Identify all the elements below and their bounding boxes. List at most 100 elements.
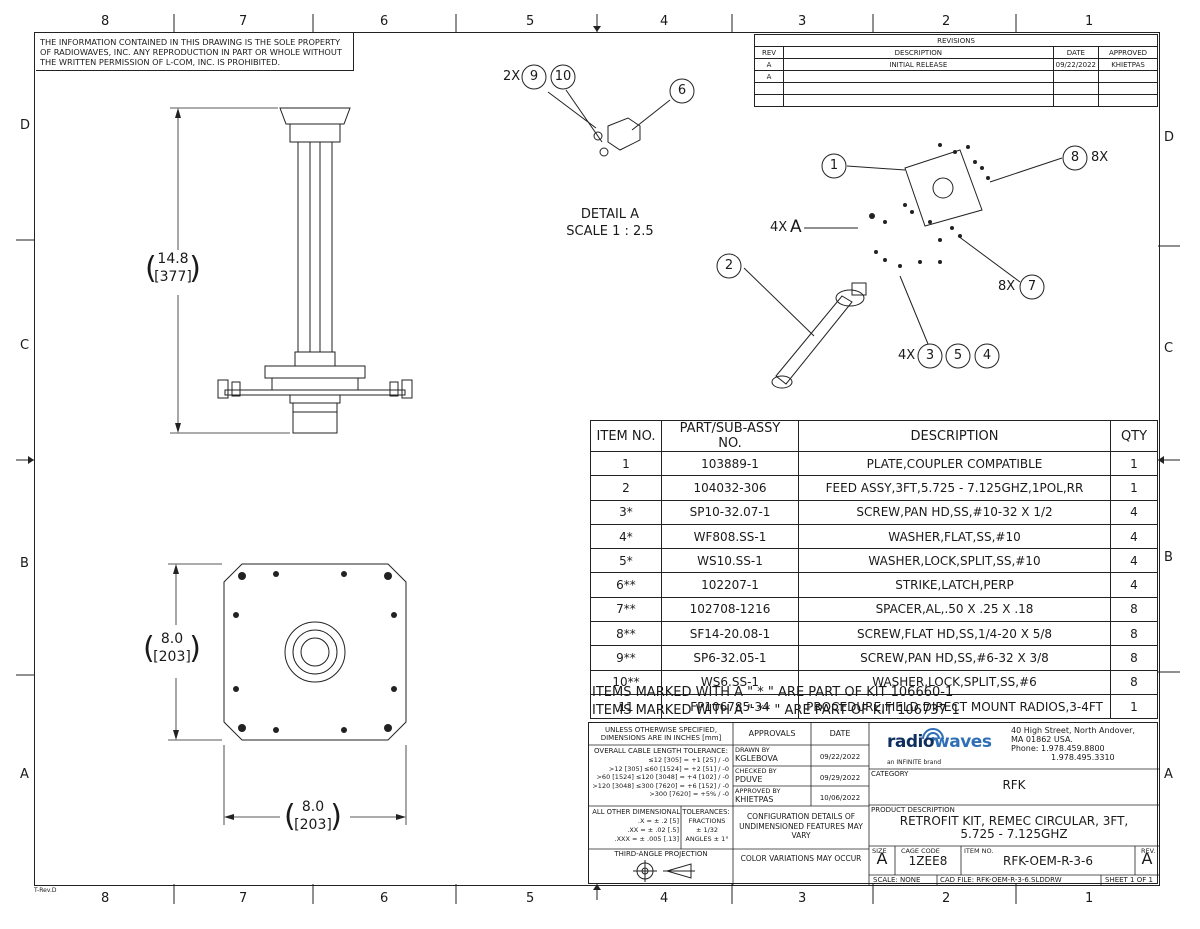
bom-header-part: PART/SUB-ASSY NO. [661,420,799,452]
bom-cell: SP6-32.05-1 [661,645,799,671]
revisions-table: REVISIONS REV DESCRIPTION DATE APPROVED … [754,34,1158,107]
bom-cell: FEED ASSY,3FT,5.725 - 7.125GHZ,1POL,RR [798,475,1111,501]
zone-row-d-left: D [20,118,31,133]
bom-cell: 5* [590,548,662,574]
tb-approved-date: 10/06/2022 [819,794,861,802]
logo-tag: an INFINITE brand [887,759,942,766]
zone-col-3-bottom: 3 [798,891,807,906]
radiowaves-logo: radiowaves an INFINITE brand [881,725,1001,767]
third-angle-projection-icon [633,860,695,882]
balloon-4: 4 [982,348,992,363]
detail-ref-qty: 4X [770,220,788,235]
height-dim-inches: 14.8 [157,251,189,267]
bom-cell: 1 [1110,475,1158,501]
bom-cell: 8** [590,621,662,647]
tb-dim-tol-line: .X = ± .2 [5] [637,817,679,825]
balloon-7: 7 [1027,279,1037,294]
form-revision: T-Rev.D [34,887,57,894]
zone-row-b-left: B [20,556,29,571]
tb-checked-by: PDUVE [735,775,763,784]
bom-cell: 8 [1110,669,1158,695]
top-view [168,563,407,825]
detail-a-label: DETAIL A SCALE 1 : 2.5 [560,206,660,240]
tb-cage-label: CAGE CODE [901,847,940,855]
tb-fractions: FRACTIONS ± 1/32 ANGLES ± 1° [681,817,733,844]
balloon-qty-4x: 4X [898,348,916,363]
tb-address-line: MA 01862 USA. [1011,735,1073,744]
zone-col-2-top: 2 [942,14,951,29]
height-dim-mm: [377] [154,269,192,285]
bom-cell: 1 [590,450,662,477]
tb-rev-label: REV. [1141,847,1156,855]
zone-col-8-bottom: 8 [101,891,110,906]
rev-row [754,94,1158,107]
bom-header-row: ITEM NO. PART/SUB-ASSY NO. DESCRIPTION Q… [590,420,1158,452]
tb-drawn-date: 09/22/2022 [819,753,861,761]
tb-rev: A [1141,849,1153,868]
tb-third-angle: THIRD-ANGLE PROJECTION [614,850,708,858]
bom-cell: WASHER,LOCK,SPLIT,SS,#10 [798,548,1111,574]
tb-cable-tol-list: ≤12 [305] = +1 [25] / -0 >12 [305] ≤60 [… [589,756,729,799]
bom-cell: 4 [1110,572,1158,598]
proprietary-notice: THE INFORMATION CONTAINED IN THIS DRAWIN… [36,33,354,71]
bom-cell: 4 [1110,499,1158,525]
tb-drawn-by: KGLEBOVA [735,754,778,763]
zone-col-6-top: 6 [380,14,389,29]
bom-cell: 4 [1110,548,1158,574]
zone-row-b-right: B [1164,550,1173,565]
tb-date: DATE [829,729,851,738]
logo-wordmark: radiowaves [887,734,992,751]
bom-cell: WASHER,FLAT,SS,#10 [798,523,1111,550]
zone-col-4-bottom: 4 [660,891,669,906]
bom-cell: SF14-20.08-1 [661,621,799,647]
bom-header-qty: QTY [1110,420,1158,452]
zone-col-8-top: 8 [101,14,110,29]
zone-col-3-top: 3 [798,14,807,29]
tb-color-note: COLOR VARIATIONS MAY OCCUR [740,854,862,863]
bom-header-description: DESCRIPTION [798,420,1111,452]
bom-cell: 8 [1110,645,1158,671]
bom-cell: WS6.SS-1 [661,669,799,695]
bom-cell: SCREW,FLAT HD,SS,1/4-20 X 5/8 [798,621,1111,647]
bom-cell: 11 [590,693,662,720]
title-block-grid [589,723,1159,885]
bom-cell: SCREW,PAN HD,SS,#10-32 X 1/2 [798,499,1111,525]
kit-note-2: ITEMS MARKED WITH A " ** " ARE PART OF K… [592,703,960,718]
title-block: UNLESS OTHERWISE SPECIFIED, DIMENSIONS A… [588,722,1159,885]
tb-address-line: Phone: 1.978.459.8800 [1011,744,1105,753]
bom-cell: PLATE,COUPLER COMPATIBLE [798,450,1111,477]
bom-cell: 4* [590,523,662,550]
rev-cell: A [754,70,784,83]
tb-approved-by-label: APPROVED BY [735,787,781,795]
tb-approved-by: KHIETPAS [735,795,774,804]
bom-header-item: ITEM NO. [590,420,662,452]
detail-scale: SCALE 1 : 2.5 [566,224,654,239]
tb-fractions-value: ± 1/32 [695,826,719,834]
width-dim-inches: 8.0 [301,799,325,815]
bom-cell: SCREW,PAN HD,SS,#6-32 X 3/8 [798,645,1111,671]
logo-waves: waves [934,732,992,752]
tb-approvals: APPROVALS [748,729,796,738]
zone-col-7-top: 7 [239,14,248,29]
height-dimension: ( ) 14.8 [377] [145,251,201,286]
bom-cell: WF808.SS-1 [661,523,799,550]
tb-item: RFK-OEM-R-3-6 [1002,854,1093,868]
tb-unless: UNLESS OTHERWISE SPECIFIED, DIMENSIONS A… [600,726,722,742]
balloon-10: 10 [554,69,572,84]
side-dimension: ( ) 8.0 [203] [143,631,201,666]
bom-cell: 7** [590,596,662,623]
tb-cad-file: CAD FILE: RFK-OEM-R-3-6.SLDDRW [940,876,1062,884]
bom-cell: 8 [1110,596,1158,623]
bom-cell: 4 [1110,523,1158,550]
tb-product-desc-line1: RETROFIT KIT, REMEC CIRCULAR, 3FT, [899,814,1129,828]
zone-row-a-left: A [20,767,29,782]
tb-cable-tol-line: >120 [3048] ≤300 [7620] = +6 [152] / -0 [592,781,729,790]
balloon-qty-8x-b: 8X [998,279,1016,294]
